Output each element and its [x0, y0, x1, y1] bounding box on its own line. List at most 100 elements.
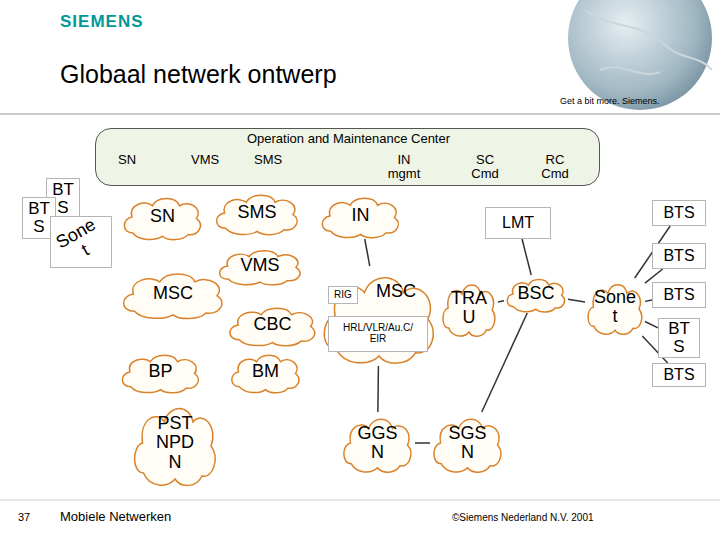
- cloud-path: [507, 279, 564, 311]
- node-label: BTS: [663, 286, 694, 303]
- node-sublabel: RC Cmd: [538, 153, 572, 181]
- bts-box: BTS: [652, 243, 706, 269]
- node-label-area: Sone t: [51, 217, 111, 267]
- network-cloud: MSC: [118, 268, 228, 320]
- node-label-area: PST NPD N: [130, 398, 220, 488]
- node-sublabel: SC Cmd: [468, 153, 502, 181]
- node-label: BTS: [663, 247, 694, 264]
- network-cloud: IN: [318, 193, 403, 239]
- node-label: LMT: [502, 214, 534, 231]
- network-cloud: SN: [120, 193, 205, 241]
- node-label-area: BTS: [653, 283, 705, 307]
- cloud-path: [135, 409, 215, 486]
- node-label: BM: [252, 362, 279, 381]
- node-label-area: LMT: [486, 208, 550, 238]
- node-label-area: HRL/VLR/Au.C/ EIR: [329, 317, 427, 351]
- node-label-area: MSC: [118, 268, 228, 320]
- node-label: Sone t: [50, 213, 111, 271]
- node-label-area: SN: [120, 193, 205, 241]
- node-label: MSC: [376, 282, 416, 301]
- node-label-area: BSC: [504, 275, 568, 313]
- node-label: VMS: [240, 256, 279, 275]
- sonet-ring: Sone t: [50, 216, 112, 268]
- node-label: TRA U: [446, 289, 492, 328]
- node-label-area: RIG: [329, 287, 357, 303]
- node-label: PST NPD N: [153, 414, 197, 472]
- globe: [568, 0, 712, 110]
- cloud-path: [232, 355, 299, 393]
- network-cloud: GGS N: [340, 412, 415, 474]
- switch-cloud: MSC RIG HRL/VLR/Au.C/ EIR: [318, 266, 440, 366]
- node-sublabel: VMS: [191, 153, 219, 167]
- sonet-ring: Sone t: [585, 278, 645, 336]
- node-label: BSC: [517, 284, 554, 303]
- node-label-area: BM: [228, 350, 303, 394]
- node-label: RIG: [334, 290, 352, 301]
- network-link: [645, 269, 663, 283]
- page-number: 37: [18, 511, 30, 523]
- network-cloud: BM: [228, 350, 303, 394]
- cloud-path: [434, 419, 501, 472]
- cloud-path: [588, 285, 642, 335]
- node-label: HRL/VLR/Au.C/ EIR: [338, 323, 418, 345]
- terminal-box: LMT: [485, 207, 551, 239]
- globe-continent: [585, 10, 712, 70]
- cloud-path: [230, 308, 315, 346]
- node-label: BT S: [666, 320, 692, 357]
- footer-rule: [0, 500, 720, 501]
- node-label-area: SMS: [212, 190, 302, 236]
- globe-image: [568, 0, 712, 110]
- node-label-area: BTS: [653, 244, 705, 268]
- cloud-path: [344, 419, 411, 472]
- node-sublabel: IN mgmt: [386, 153, 422, 181]
- node-label: Sone t: [590, 288, 640, 327]
- node-label-area: CBC: [225, 303, 320, 347]
- register-box: HRL/VLR/Au.C/ EIR: [328, 316, 428, 352]
- cloud-path: [322, 198, 398, 237]
- network-cloud: SMS: [212, 190, 302, 236]
- cloud-path: [122, 355, 198, 393]
- cloud-path: [217, 195, 297, 234]
- node-label-area: IN: [318, 193, 403, 239]
- node-sublabel: SMS: [254, 153, 282, 167]
- node-label-area: GGS N: [340, 412, 415, 474]
- header-rule: [0, 114, 720, 115]
- node-label: GGS N: [355, 424, 401, 463]
- node-label-area: SGS N: [430, 412, 505, 474]
- network-link: [522, 239, 531, 275]
- network-cloud: PST NPD N: [130, 398, 220, 488]
- bts-box: BTS: [652, 363, 706, 387]
- node-label-area: TRA U: [440, 278, 498, 338]
- cloud-path: [443, 285, 495, 336]
- node-label-area: BT S: [659, 319, 699, 357]
- node-label: SN: [150, 207, 175, 226]
- node-label: SGS N: [445, 424, 491, 463]
- network-link: [645, 300, 652, 301]
- node-sublabel: SN: [118, 153, 136, 167]
- network-link: [645, 322, 658, 328]
- network-link: [365, 239, 370, 266]
- network-cloud: BSC: [504, 275, 568, 313]
- network-cloud: BP: [118, 350, 203, 394]
- node-label: BP: [148, 362, 172, 381]
- network-link: [415, 442, 430, 444]
- cloud-path: [124, 274, 222, 318]
- network-link: [498, 301, 504, 302]
- node-label: CBC: [253, 315, 291, 334]
- network-link: [568, 299, 585, 302]
- cloud-path: [324, 278, 433, 363]
- bts-box: BT S: [658, 318, 700, 358]
- network-link: [377, 366, 379, 412]
- globe-continent: [600, 67, 660, 74]
- node-label: BT S: [26, 200, 52, 237]
- network-cloud: TRA U: [440, 278, 498, 338]
- operations-center-box: Operation and Maintenance CenterSN VMS SMS…: [95, 128, 600, 186]
- node-label: IN: [352, 206, 370, 225]
- node-label-area: BTS: [653, 364, 705, 386]
- node-label-area: Sone t: [585, 278, 645, 336]
- bts-box: BTS: [652, 200, 706, 226]
- cloud-path: [220, 251, 300, 285]
- bts-box: BTS: [652, 282, 706, 308]
- node-label: Operation and Maintenance Center: [96, 132, 601, 146]
